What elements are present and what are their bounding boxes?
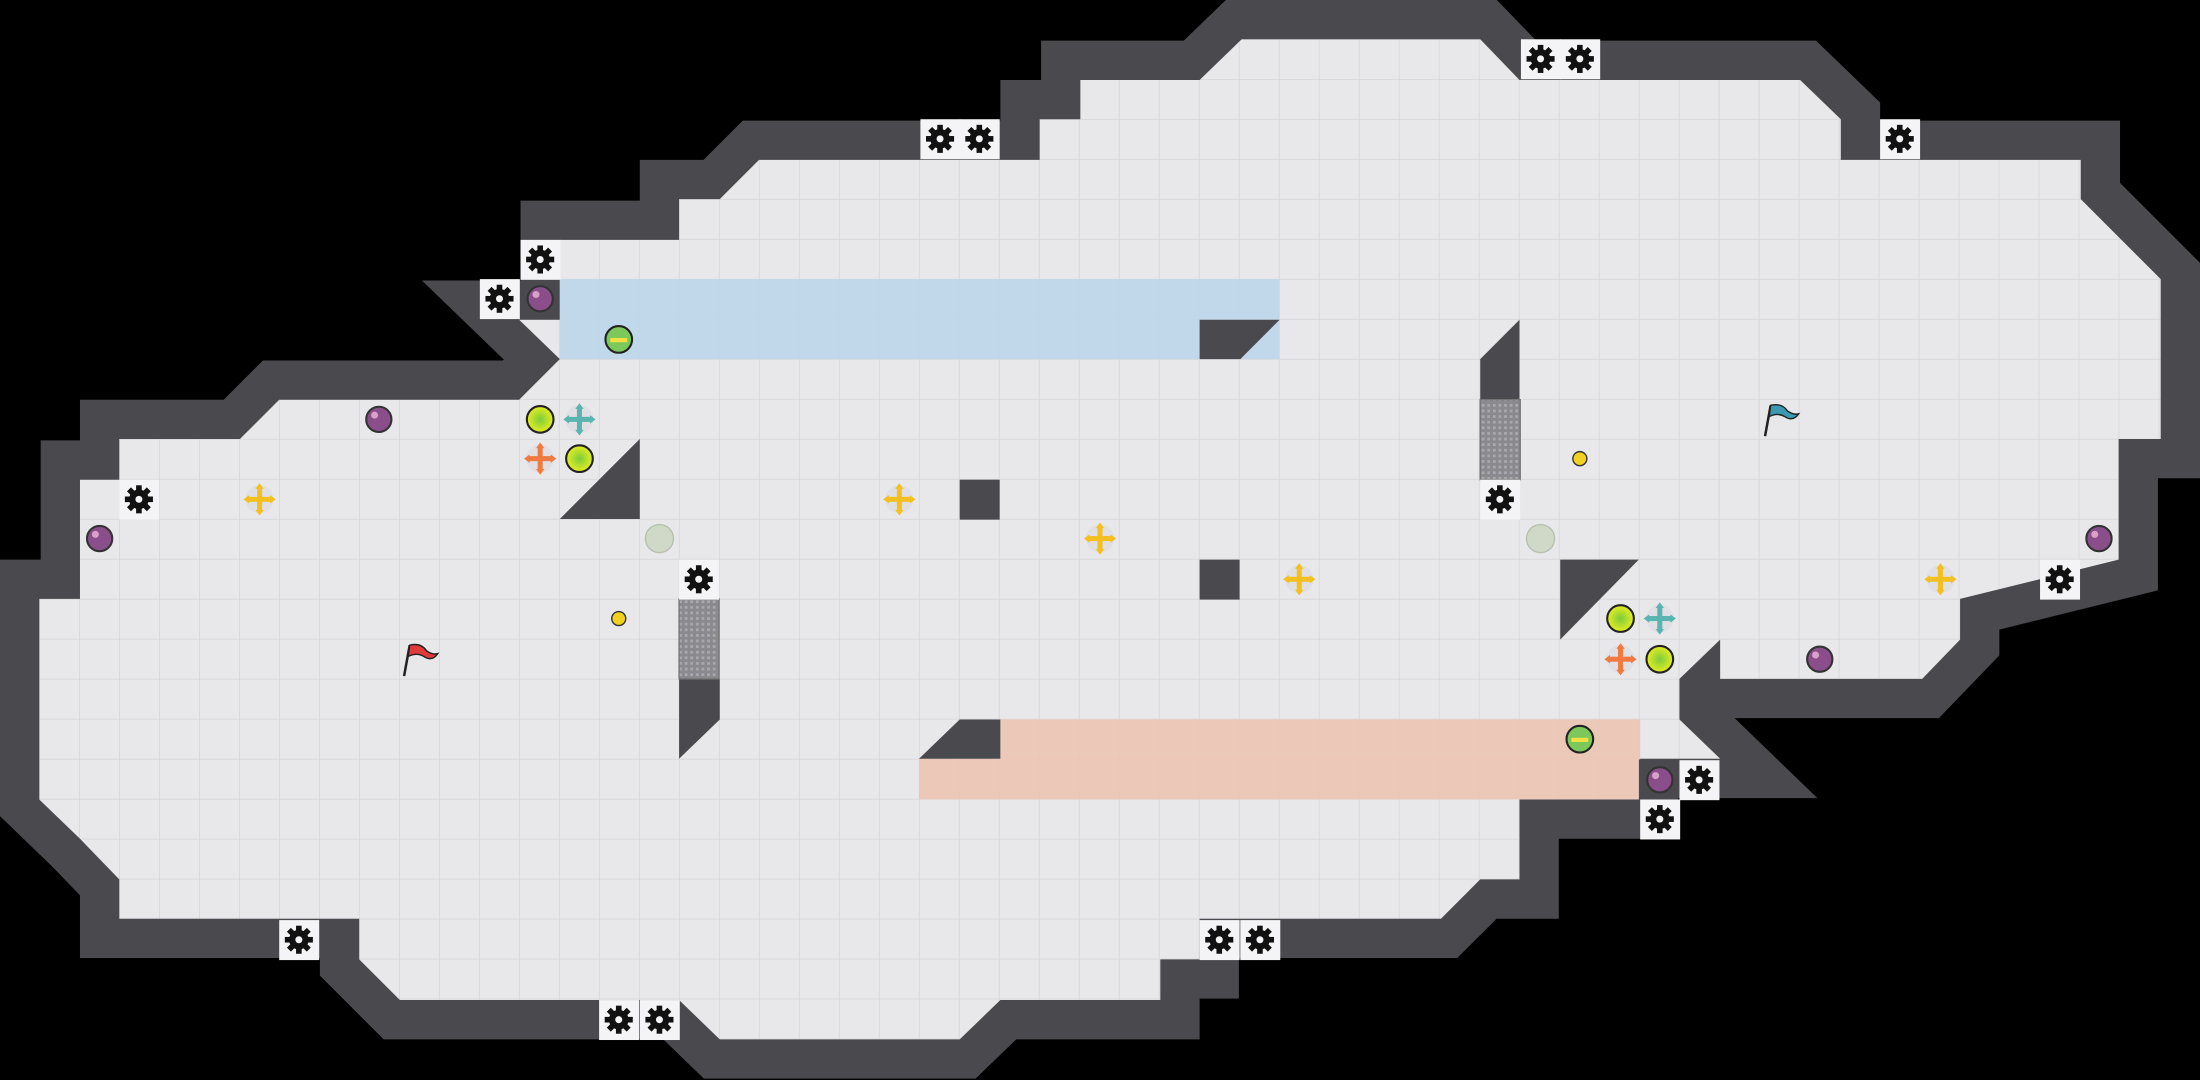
boost-icon <box>1924 563 1957 596</box>
token-icon <box>1572 450 1588 467</box>
boost-icon <box>883 483 916 516</box>
wall-triangle <box>1560 559 1639 640</box>
spike-gear-icon <box>599 1000 640 1041</box>
entities <box>85 39 2113 1041</box>
red-boost-icon <box>1604 643 1637 676</box>
bomb-icon <box>1806 645 1834 673</box>
bomb-icon <box>365 405 393 434</box>
spike-gear-icon <box>2040 559 2081 600</box>
spike-gear-icon <box>1520 39 1561 80</box>
wall-triangle <box>919 719 1001 759</box>
bomb-icon <box>526 285 554 313</box>
spike-gear-icon <box>959 119 1000 160</box>
wall-triangle <box>1199 319 1280 360</box>
spike-gear-icon <box>479 279 520 320</box>
spike-gear-icon <box>920 119 961 160</box>
wall-triangle <box>679 678 720 759</box>
token-icon <box>611 610 627 627</box>
neutral-ball-icon <box>1606 604 1635 633</box>
spike-gear-icon <box>1560 39 1601 80</box>
boost-icon <box>1283 563 1316 596</box>
gate <box>1479 399 1521 481</box>
spike-gear-icon <box>279 920 320 961</box>
spike-gear-icon <box>119 479 160 520</box>
inactive-powerup-icon <box>1525 523 1556 554</box>
gate <box>678 598 720 680</box>
blue-team-zone <box>559 279 1280 360</box>
spike-gear-icon <box>1199 920 1240 961</box>
spike-gear-icon <box>1640 799 1681 840</box>
powerup-icon <box>604 325 634 354</box>
boost-icon <box>1083 522 1117 555</box>
blue-boost-icon <box>563 403 596 436</box>
red-team-zone <box>919 758 1639 800</box>
red-flag-icon <box>402 643 440 677</box>
spike-gear-icon <box>1880 119 1921 160</box>
spike-gear-icon <box>1679 760 1720 801</box>
powerup-icon <box>1565 724 1595 754</box>
spike-gear-icon <box>1480 479 1521 520</box>
spike-gear-icon <box>1240 920 1281 961</box>
wall-triangle <box>1480 319 1520 400</box>
red-team-zone <box>1000 719 1641 760</box>
obstacles <box>559 319 1639 759</box>
wall-block <box>959 479 1000 520</box>
blue-boost-icon <box>1643 602 1676 635</box>
spike-gear-icon <box>679 559 720 600</box>
red-boost-icon <box>524 442 557 475</box>
spike-gear-icon <box>639 1000 680 1041</box>
neutral-ball-icon <box>525 405 555 434</box>
bomb-icon <box>1646 766 1674 794</box>
boost-icon <box>243 483 276 516</box>
bomb-icon <box>2085 524 2113 553</box>
bomb-icon <box>85 524 114 553</box>
inactive-powerup-icon <box>644 523 675 554</box>
neutral-ball-icon <box>1645 644 1675 674</box>
blue-flag-icon <box>1763 403 1801 437</box>
neutral-ball-icon <box>565 444 594 474</box>
spike-gear-icon <box>520 239 561 280</box>
wall-block <box>1199 559 1240 600</box>
